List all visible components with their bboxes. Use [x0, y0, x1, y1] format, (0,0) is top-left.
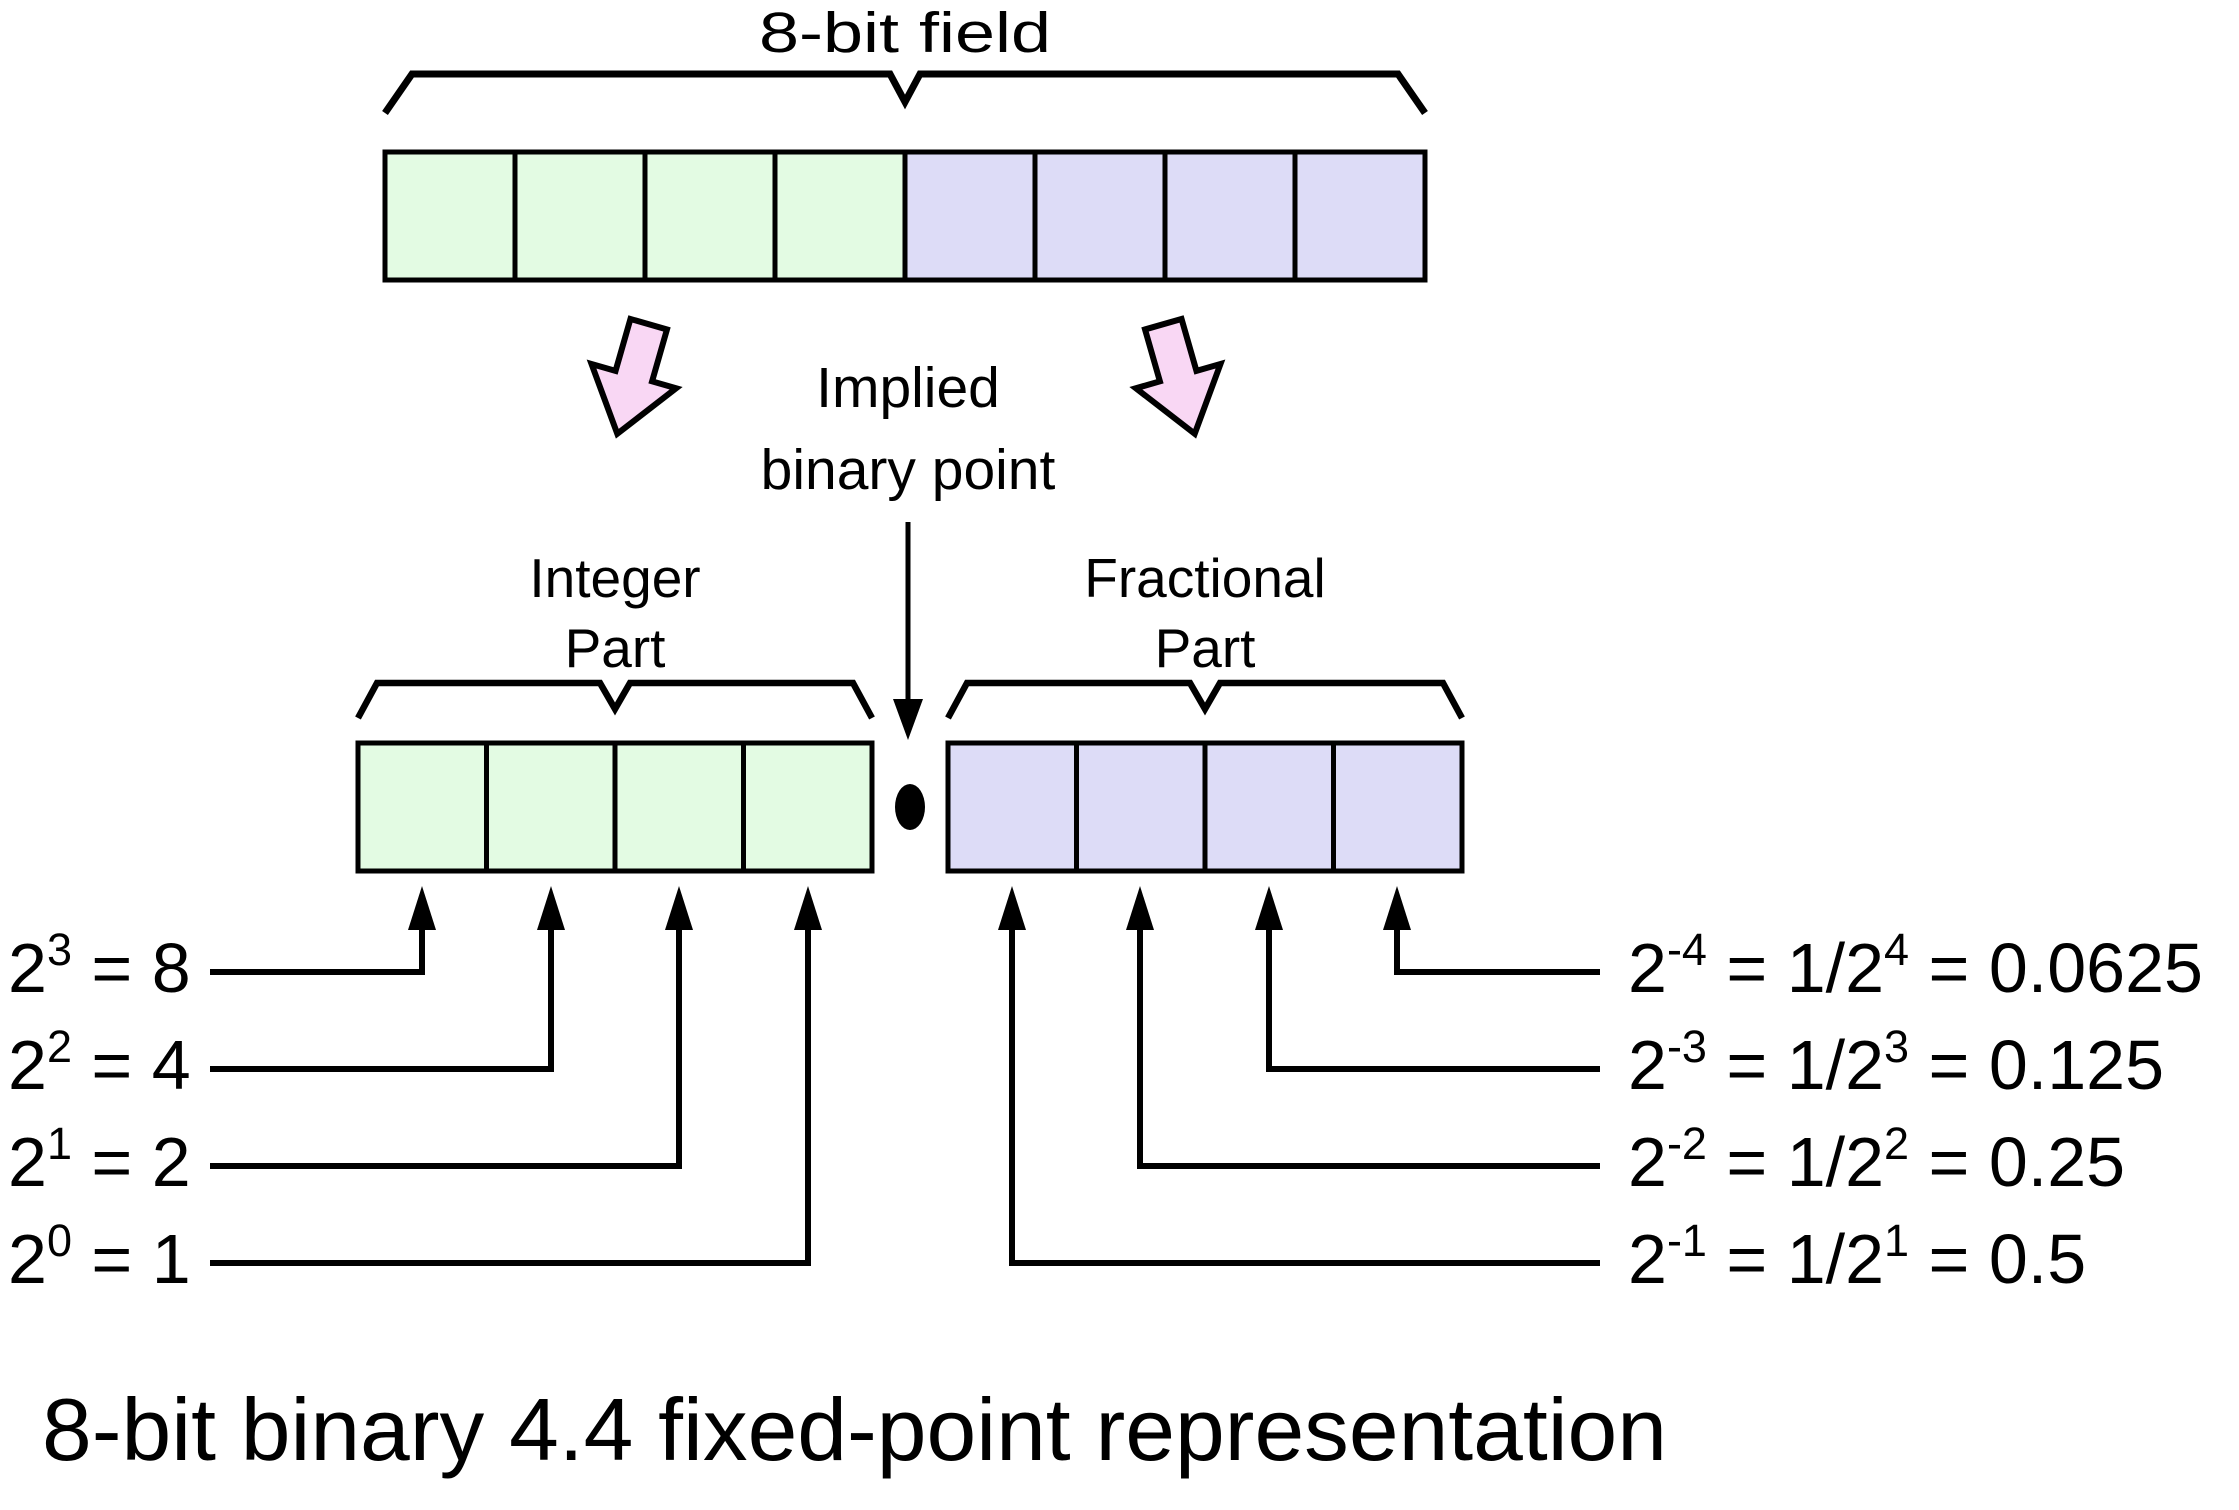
frac-cell-4 [1331, 740, 1465, 874]
fraction-weight-label-1: 2-1 = 1/21 = 0.5 [1628, 1215, 2086, 1298]
integer-part-label-line2: Part [565, 617, 666, 679]
integer-brace [355, 679, 875, 720]
integer-weight-connectors [210, 924, 811, 1266]
bit-cell-int-2 [512, 149, 648, 283]
arrowhead-int-2-icon [537, 886, 565, 930]
int-cell-3 [355, 740, 489, 874]
integer-weight-label-2: 22 = 4 [8, 1021, 191, 1104]
bit-cell-frac-2 [1032, 149, 1168, 283]
implied-binary-point-label-line1: Implied [816, 356, 1000, 420]
connector-int-0 [210, 924, 811, 1266]
bit-cell-frac-1 [902, 149, 1038, 283]
connector-int-3 [210, 924, 425, 975]
fraction-weight-connectors [1009, 924, 1600, 1266]
int-cell-1 [612, 740, 746, 874]
binary-point-pointer-arrow [893, 522, 923, 740]
split-down-arrow-right-icon [1129, 315, 1226, 439]
bit-cell-frac-3 [1162, 149, 1298, 283]
connector-frac-4 [1394, 924, 1600, 975]
diagram-caption: 8-bit binary 4.4 fixed-point representat… [42, 1380, 1667, 1479]
field-brace [382, 70, 1428, 115]
arrowhead-frac-1-icon [998, 886, 1026, 930]
arrowhead-frac-3-icon [1255, 886, 1283, 930]
fraction-weight-label-3: 2-3 = 1/23 = 0.125 [1628, 1021, 2164, 1104]
fractional-part-label-line2: Part [1155, 617, 1256, 679]
arrowhead-frac-4-icon [1383, 886, 1411, 930]
fraction-weight-label-2: 2-2 = 1/22 = 0.25 [1628, 1118, 2125, 1201]
bit-cell-int-0 [772, 149, 908, 283]
frac-cell-3 [1202, 740, 1336, 874]
arrowhead-int-3-icon [408, 886, 436, 930]
binary-point-dot [895, 784, 925, 830]
bit-cell-int-3 [382, 149, 518, 283]
integer-cells-row [355, 740, 875, 874]
integer-weight-label-3: 23 = 8 [8, 924, 191, 1007]
fraction-weight-arrowheads [998, 886, 1411, 930]
connector-int-1 [210, 924, 682, 1169]
fraction-weight-label-4: 2-4 = 1/24 = 0.0625 [1628, 924, 2203, 1007]
int-cell-0 [741, 740, 875, 874]
bit-cell-int-1 [642, 149, 778, 283]
frac-cell-2 [1074, 740, 1208, 874]
connector-frac-2 [1137, 924, 1600, 1169]
integer-weight-arrowheads [408, 886, 822, 930]
integer-weight-label-1: 21 = 2 [8, 1118, 191, 1201]
arrowhead-int-0-icon [794, 886, 822, 930]
arrowhead-frac-2-icon [1126, 886, 1154, 930]
connector-frac-1 [1009, 924, 1600, 1266]
connector-int-2 [210, 924, 554, 1072]
diagram-title: 8-bit field [759, 1, 1051, 65]
fraction-cells-row [945, 740, 1465, 874]
int-cell-2 [484, 740, 618, 874]
integer-part-label-line1: Integer [529, 547, 700, 609]
bit-field-row [382, 149, 1428, 283]
frac-cell-1 [945, 740, 1079, 874]
connector-frac-3 [1266, 924, 1600, 1072]
fractional-part-label-line1: Fractional [1084, 547, 1325, 609]
split-down-arrow-left-icon [586, 315, 683, 439]
integer-weight-label-0: 20 = 1 [8, 1215, 191, 1298]
bit-cell-frac-4 [1292, 149, 1428, 283]
fraction-brace [945, 679, 1465, 720]
implied-binary-point-label-line2: binary point [761, 438, 1056, 502]
arrowhead-int-1-icon [665, 886, 693, 930]
